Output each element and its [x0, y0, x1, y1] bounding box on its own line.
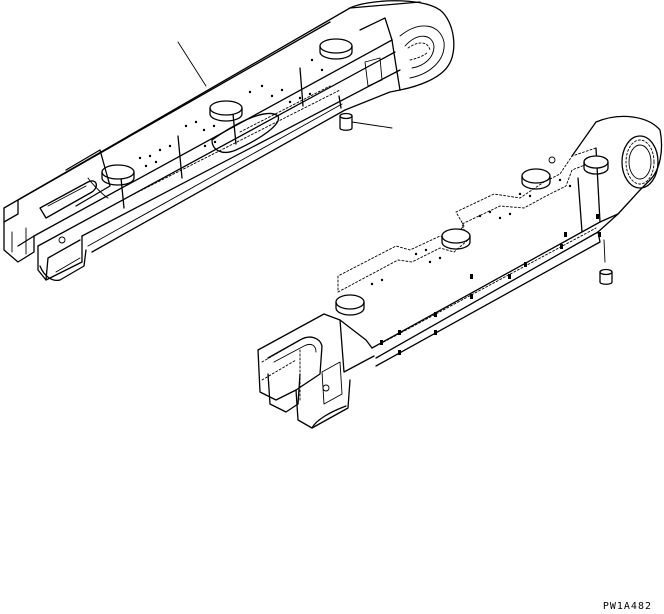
leader-line-left [177, 41, 207, 87]
track-frame-left [3, 0, 455, 282]
plug-left [338, 95, 393, 131]
figure-code: PW1A482 [602, 601, 652, 612]
track-frame-right [257, 115, 663, 429]
plug-right [599, 239, 613, 285]
